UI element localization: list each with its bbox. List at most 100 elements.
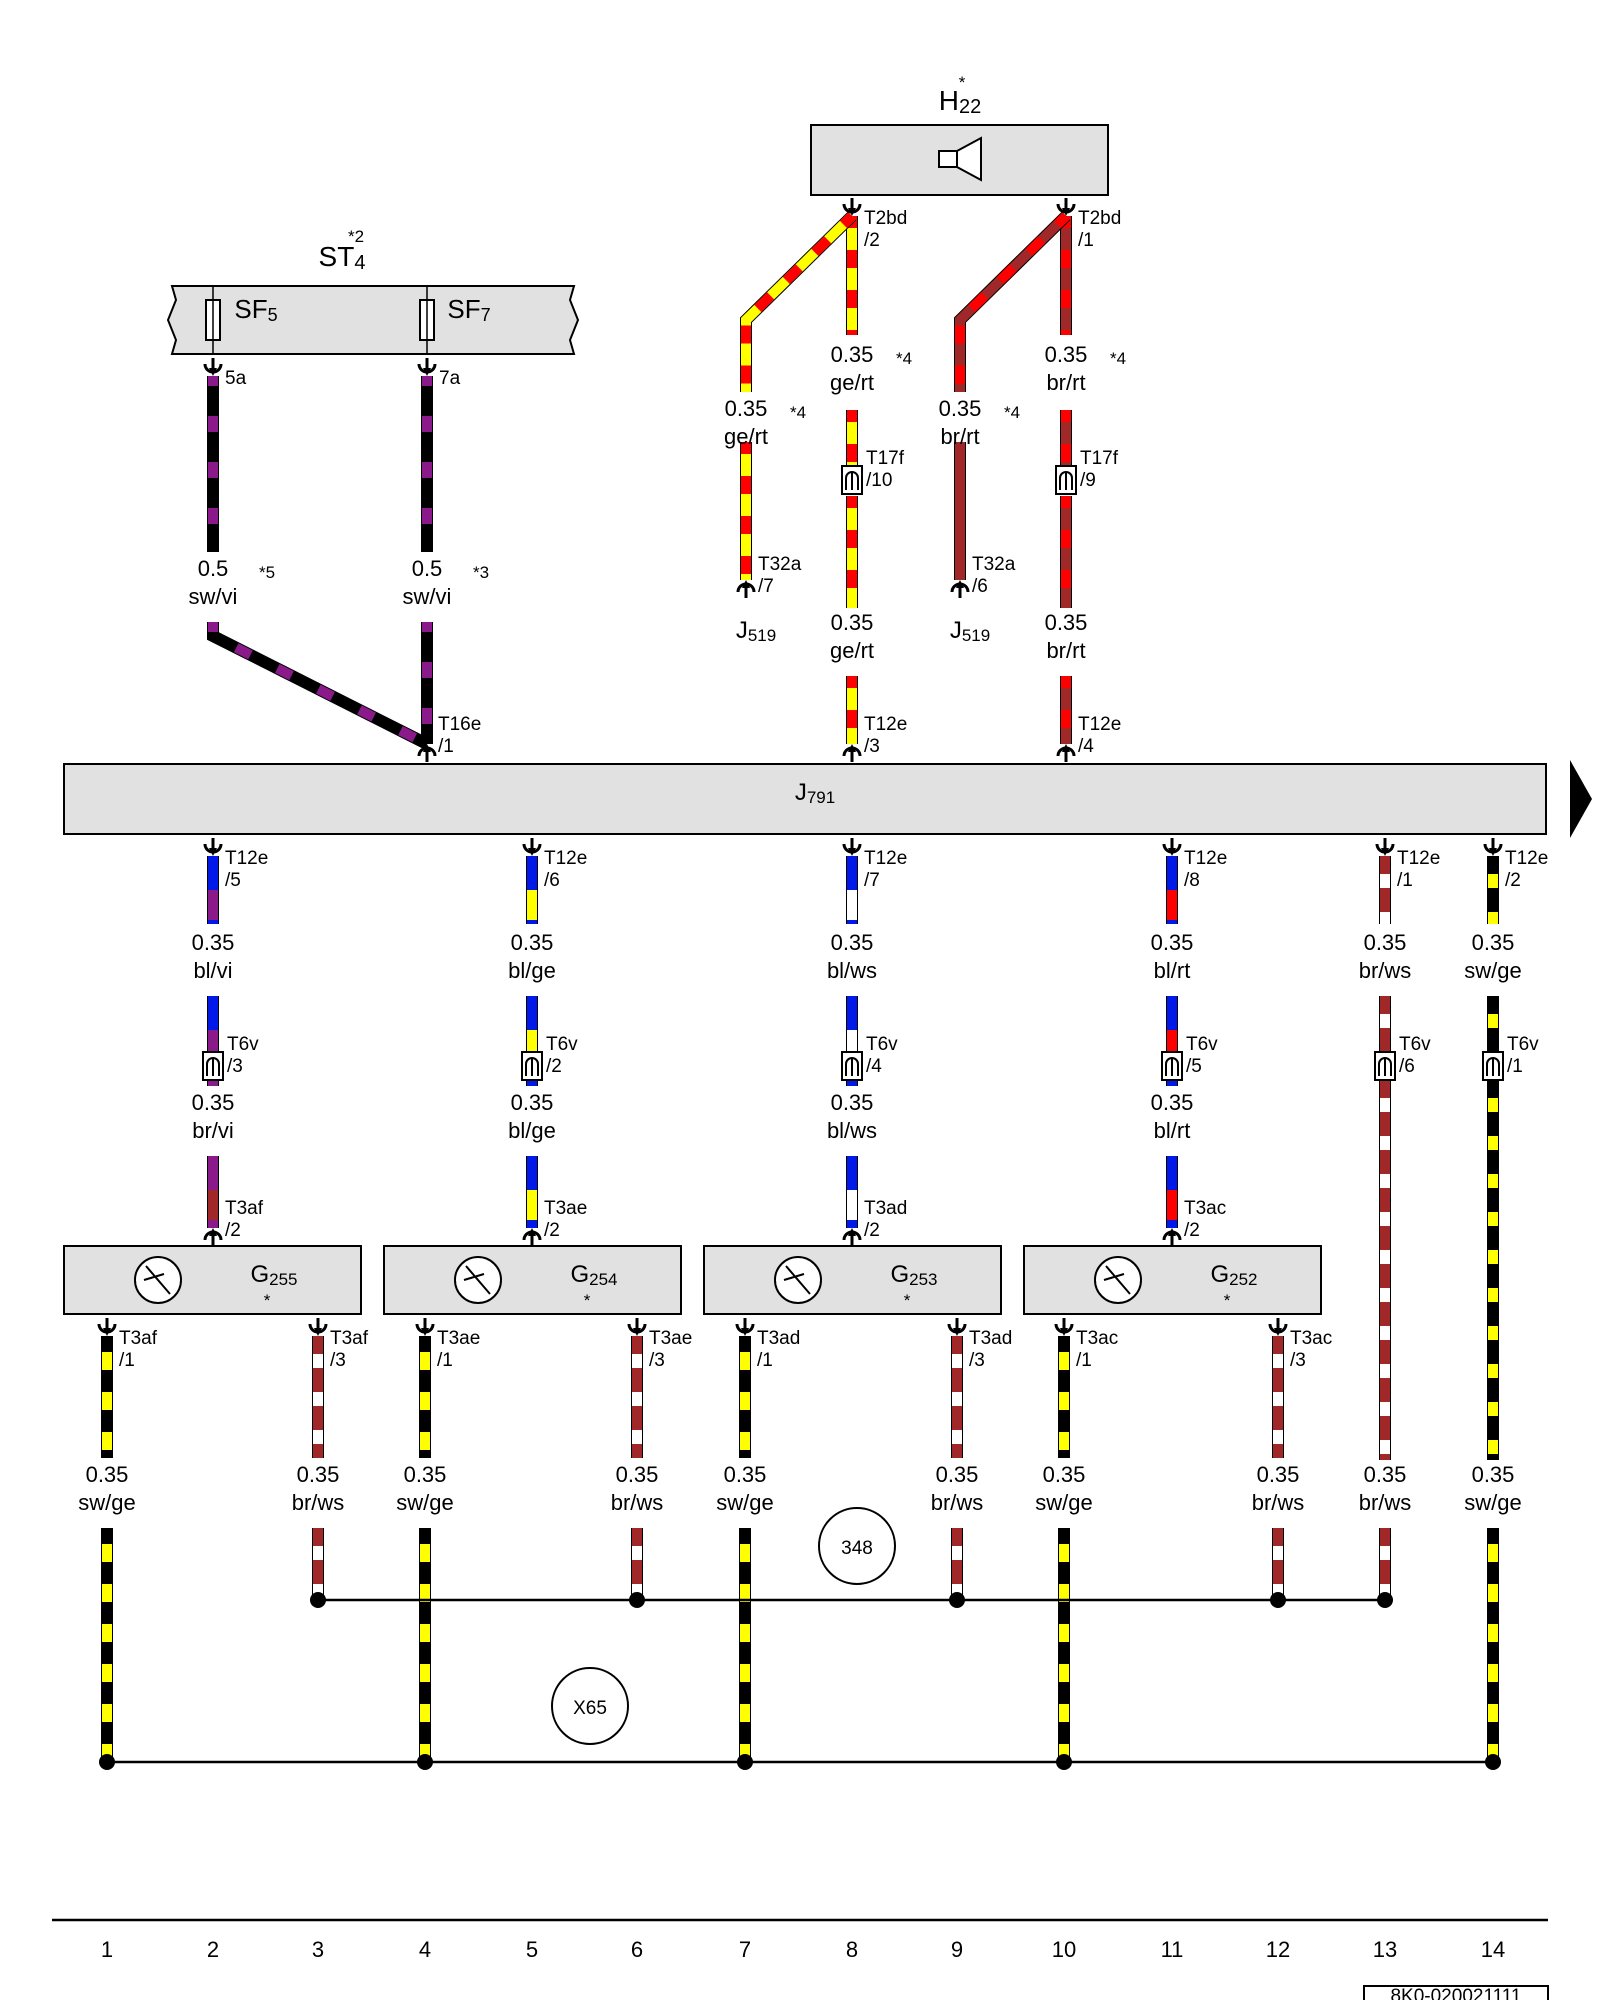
wire-g255-br-gauge: 0.35 — [297, 1462, 340, 1487]
bus-x65-node — [1485, 1754, 1501, 1770]
pin-t3ae-1-pin: /1 — [437, 1350, 453, 1371]
wire-c8_upper-gauge: 0.35 — [831, 930, 874, 955]
wire-c11_upper-color: bl/rt — [1154, 958, 1191, 983]
wire-g253-sw-gauge: 0.35 — [724, 1462, 767, 1487]
connector-t12e-8-arrow — [1168, 848, 1176, 856]
column-number: 1 — [101, 1937, 113, 1962]
sensor-icon-l1 — [1105, 1265, 1131, 1295]
wire-sf5-note: *5 — [259, 563, 275, 582]
wire-c14-lower-color: sw/ge — [1464, 1490, 1521, 1515]
wire-h22-a-lower-gauge: 0.35 — [831, 610, 874, 635]
pin-t6v-3-name: T6v — [227, 1034, 259, 1055]
connector-t12e-1-arrow — [1381, 848, 1389, 856]
wire-c11_lower-gauge: 0.35 — [1151, 1090, 1194, 1115]
connector-7a-arrow — [423, 368, 431, 376]
pin-t12e-8-name: T12e — [1184, 848, 1227, 869]
pin-t6v-1-pin: /1 — [1507, 1056, 1523, 1077]
wire-h22-b-upper-color: br/rt — [1046, 370, 1085, 395]
pin-t3af-3-pin: /3 — [330, 1350, 346, 1371]
pin-t6v-3-pin: /3 — [227, 1056, 243, 1077]
wire-c14-upper-color: sw/ge — [1464, 958, 1521, 983]
connector-t3af-3-arrow — [314, 1328, 322, 1336]
wire-g252-br-color: br/ws — [1252, 1490, 1305, 1515]
pin-t32a-7-pin: /7 — [758, 576, 774, 597]
wire-c5_lower-color: bl/ge — [508, 1118, 556, 1143]
pin-t2bd-2-pin: /2 — [864, 230, 880, 251]
sensor-icon-l1 — [145, 1265, 171, 1295]
sensor-g253-box — [703, 1245, 1002, 1315]
wire-c13-lower-gauge: 0.35 — [1364, 1462, 1407, 1487]
g252-label: G252 — [1210, 1261, 1257, 1289]
pin-t12e-4-name: T12e — [1078, 714, 1121, 735]
sensor-g255-box — [63, 1245, 362, 1315]
sensor-icon-l2 — [463, 1273, 485, 1281]
pin-t3ae-2-name: T3ae — [544, 1198, 587, 1219]
wire-h22-b-left-color: br/rt — [940, 424, 979, 449]
wire-c2_lower-gauge: 0.35 — [192, 1090, 235, 1115]
wire-g254-sw-gauge: 0.35 — [404, 1462, 447, 1487]
connector-t16e-1-arrow — [423, 744, 431, 752]
connector-t2bd-1-arrow — [1062, 208, 1070, 216]
wire-c13-lower-color: br/ws — [1359, 1490, 1412, 1515]
j519-a-label: J519 — [736, 617, 776, 645]
pin-t12e-1-pin: /1 — [1397, 870, 1413, 891]
wire-h22-a-upper-color: ge/rt — [830, 370, 874, 395]
wire-sf7-gauge: 0.5 — [412, 556, 443, 581]
pin-t12e-1-name: T12e — [1397, 848, 1440, 869]
wire-h22-a-branch-stripe — [741, 212, 856, 392]
wire-c13-upper-gauge: 0.35 — [1364, 930, 1407, 955]
wire-c14-upper-gauge: 0.35 — [1472, 930, 1515, 955]
speaker-icon-cone — [956, 136, 982, 182]
pin-t6v-4-pin: /4 — [866, 1056, 882, 1077]
ground-point-x65-label: X65 — [573, 1698, 607, 1719]
h22-label: H22 — [939, 85, 981, 118]
pin-t3ac-1-name: T3ac — [1076, 1328, 1118, 1349]
bus-x65-node — [1056, 1754, 1072, 1770]
wire-c2_lower-color: br/vi — [192, 1118, 234, 1143]
g255-note: * — [264, 1291, 271, 1310]
pin-t6v-6-name: T6v — [1399, 1034, 1431, 1055]
connector-t3ae-2-arrow — [528, 1228, 536, 1236]
column-number: 12 — [1266, 1937, 1290, 1962]
pin-t3ad-3-name: T3ad — [969, 1328, 1012, 1349]
pin-t3ae-1-name: T3ae — [437, 1328, 480, 1349]
fuse-sf5-label: SF5 — [234, 294, 277, 325]
pin-t3ad-2-pin: /2 — [864, 1220, 880, 1241]
pin-t3af-2-name: T3af — [225, 1198, 264, 1219]
connector-t3ae-3-arrow — [633, 1328, 641, 1336]
sensor-icon-l1 — [785, 1265, 811, 1295]
h22-note: * — [959, 73, 966, 92]
column-number: 2 — [207, 1937, 219, 1962]
pin-t12e-5-name: T12e — [225, 848, 268, 869]
wire-g255-br-color: br/ws — [292, 1490, 345, 1515]
wire-sf5-color: sw/vi — [189, 584, 238, 609]
pin-t3ac-2-pin: /2 — [1184, 1220, 1200, 1241]
speaker-icon — [938, 150, 958, 168]
pin-t32a-6-name: T32a — [972, 554, 1016, 575]
bus-348-node — [310, 1592, 326, 1608]
bus-348-node — [949, 1592, 965, 1608]
pin-t12e-7-name: T12e — [864, 848, 907, 869]
pin-t2bd-2-name: T2bd — [864, 208, 907, 229]
wire-g253-br-color: br/ws — [931, 1490, 984, 1515]
pin-t2bd-1-pin: /1 — [1078, 230, 1094, 251]
j519-b-label: J519 — [950, 617, 990, 645]
pin-t3ae-3-name: T3ae — [649, 1328, 692, 1349]
pin-t6v-6-pin: /6 — [1399, 1056, 1415, 1077]
wire-g252-sw-color: sw/ge — [1035, 1490, 1092, 1515]
wire-sf5-lower-stripe — [208, 622, 430, 749]
column-number: 5 — [526, 1937, 538, 1962]
wire-c2_upper-gauge: 0.35 — [192, 930, 235, 955]
wire-c11_lower-color: bl/rt — [1154, 1118, 1191, 1143]
footer-code-box — [1363, 1985, 1549, 2000]
column-number: 4 — [419, 1937, 431, 1962]
wire-c14-lower-gauge: 0.35 — [1472, 1462, 1515, 1487]
connector-t3af-2-arrow — [209, 1228, 217, 1236]
wire-g253-sw-color: sw/ge — [716, 1490, 773, 1515]
pin-t12e-4-pin: /4 — [1078, 736, 1094, 757]
wire-c5_upper-gauge: 0.35 — [511, 930, 554, 955]
continue-arrow-icon — [1570, 760, 1592, 838]
wire-c2_upper-color: bl/vi — [193, 958, 232, 983]
wire-h22-b-left-gauge: 0.35 — [939, 396, 982, 421]
wires-layer — [52, 211, 1548, 1922]
